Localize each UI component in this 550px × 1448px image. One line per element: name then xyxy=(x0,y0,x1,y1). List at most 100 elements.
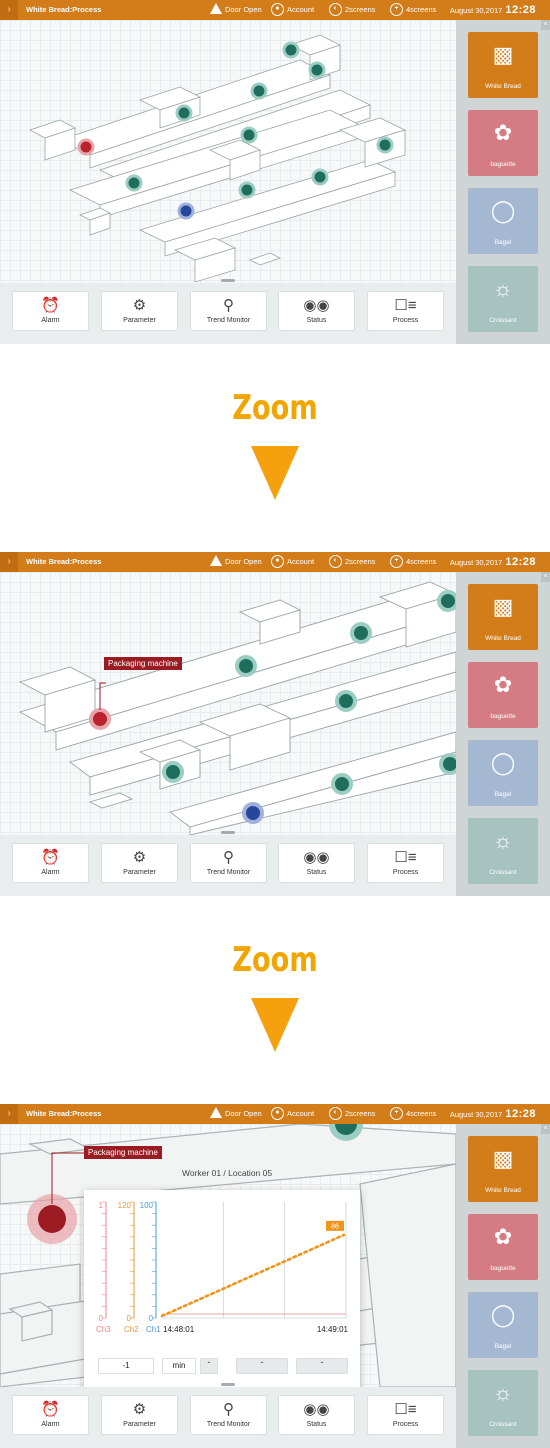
machine-tag[interactable]: Packaging machine xyxy=(104,657,182,670)
parameter-button[interactable]: ⚙Parameter xyxy=(101,843,178,883)
product-bagel[interactable]: ◯Bagel xyxy=(468,1292,538,1358)
unit-select[interactable]: min xyxy=(162,1358,196,1374)
baguette-icon: ✿ xyxy=(493,672,513,697)
axis-min-label: 0 xyxy=(99,1314,104,1323)
process-button[interactable]: ☐≡Process xyxy=(367,291,444,331)
product-white-bread[interactable]: ▩White Bread xyxy=(468,584,538,650)
offset-input[interactable]: -1 xyxy=(98,1358,154,1374)
down-arrow-icon xyxy=(251,446,299,500)
factory-view[interactable]: Packaging machine Worker 01 / Location 0… xyxy=(0,1124,456,1387)
magnifier-chart-icon: ⚲ xyxy=(223,849,234,866)
status-button[interactable]: ◉◉Status xyxy=(278,843,355,883)
axis-min-label: 0 xyxy=(149,1314,154,1323)
parameter-button[interactable]: ⚙Parameter xyxy=(101,1395,178,1435)
factory-line-illustration xyxy=(28,34,407,283)
alarm-button[interactable]: ⏰Alarm xyxy=(12,843,89,883)
product-white-bread[interactable]: ▩White Bread xyxy=(468,1136,538,1202)
ch2-series-line xyxy=(160,1233,346,1318)
four-screens-button[interactable]: +4screens xyxy=(390,0,436,20)
half-circle-icon: ◐ xyxy=(329,554,342,568)
parameter-button[interactable]: ⚙Parameter xyxy=(101,291,178,331)
door-open-status[interactable]: Door Open xyxy=(210,552,262,572)
function-bar: ⏰Alarm ⚙Parameter ⚲Trend Monitor ◉◉Statu… xyxy=(0,1387,456,1448)
product-bagel[interactable]: ◯Bagel xyxy=(468,188,538,254)
trend-monitor-button[interactable]: ⚲Trend Monitor xyxy=(190,1395,267,1435)
product-sidebar: × ▩White Bread ✿baguette ◯Bagel ☼Croissa… xyxy=(456,1124,550,1448)
screen-trend-detail: › White Bread:Process Door Open ●Account… xyxy=(0,1104,550,1448)
four-screens-button[interactable]: +4screens xyxy=(390,552,436,572)
factory-view[interactable]: Packaging machine xyxy=(0,572,456,835)
process-button[interactable]: ☐≡Process xyxy=(367,1395,444,1435)
breadcrumb: White Bread:Process xyxy=(26,5,102,14)
header-bar: › White Bread:Process Door Open ●Account… xyxy=(0,1104,550,1124)
close-icon[interactable]: × xyxy=(541,1124,550,1134)
product-baguette[interactable]: ✿baguette xyxy=(468,110,538,176)
product-bagel[interactable]: ◯Bagel xyxy=(468,740,538,806)
four-screens-button[interactable]: +4screens xyxy=(390,1104,436,1124)
axis-min-label: 0 xyxy=(127,1314,132,1323)
scroll-up-button[interactable]: ˆ xyxy=(236,1358,288,1374)
drawer-handle[interactable] xyxy=(221,831,235,834)
machine-tag[interactable]: Packaging machine xyxy=(84,1146,162,1159)
user-icon: ● xyxy=(271,1106,284,1120)
bread-icon: ▩ xyxy=(492,42,514,67)
bread-icon: ▩ xyxy=(492,594,514,619)
product-croissant[interactable]: ☼Croissant xyxy=(468,1370,538,1436)
unit-up-button[interactable]: ˆ xyxy=(200,1358,218,1374)
function-bar: ⏰Alarm ⚙Parameter ⚲Trend Monitor ◉◉Statu… xyxy=(0,835,456,896)
two-screens-button[interactable]: ◐2screens xyxy=(329,1104,375,1124)
product-croissant[interactable]: ☼Croissant xyxy=(468,818,538,884)
user-icon: ● xyxy=(271,554,284,568)
warning-icon xyxy=(210,3,222,15)
product-sidebar: × ▩White Bread ✿baguette ◯Bagel ☼Croissa… xyxy=(456,20,550,344)
product-baguette[interactable]: ✿baguette xyxy=(468,1214,538,1280)
alarm-clock-icon: ⏰ xyxy=(41,1401,60,1418)
value-label: 86 xyxy=(331,1223,339,1230)
trend-monitor-button[interactable]: ⚲Trend Monitor xyxy=(190,843,267,883)
two-screens-button[interactable]: ◐2screens xyxy=(329,0,375,20)
quad-icon: + xyxy=(390,1106,403,1120)
axis-max-label: 120 xyxy=(118,1201,132,1210)
down-arrow-icon xyxy=(251,998,299,1052)
product-baguette[interactable]: ✿baguette xyxy=(468,662,538,728)
alarm-button[interactable]: ⏰Alarm xyxy=(12,291,89,331)
breadcrumb: White Bread:Process xyxy=(26,557,102,566)
account-button[interactable]: ●Account xyxy=(271,552,314,572)
header-bar: › White Bread:Process Door Open ●Account… xyxy=(0,552,550,572)
door-open-status[interactable]: Door Open xyxy=(210,0,262,20)
trend-monitor-button[interactable]: ⚲Trend Monitor xyxy=(190,291,267,331)
menu-expand-icon[interactable]: › xyxy=(0,0,18,20)
drawer-handle[interactable] xyxy=(221,279,235,282)
flow-chart-icon: ☐≡ xyxy=(394,297,417,314)
status-button[interactable]: ◉◉Status xyxy=(278,291,355,331)
process-button[interactable]: ☐≡Process xyxy=(367,843,444,883)
account-button[interactable]: ●Account xyxy=(271,1104,314,1124)
screen-overview: › White Bread:Process Door Open ●Account… xyxy=(0,0,550,344)
menu-expand-icon[interactable]: › xyxy=(0,552,18,572)
menu-expand-icon[interactable]: › xyxy=(0,1104,18,1124)
product-croissant[interactable]: ☼Croissant xyxy=(468,266,538,332)
factory-view[interactable] xyxy=(0,20,456,283)
end-time-label: 14:49:01 xyxy=(317,1325,349,1334)
status-button[interactable]: ◉◉Status xyxy=(278,1395,355,1435)
start-time-label: 14:48:01 xyxy=(163,1325,195,1334)
bread-icon: ▩ xyxy=(492,1146,514,1171)
door-open-status[interactable]: Door Open xyxy=(210,1104,262,1124)
zoom-label: Zoom xyxy=(232,940,318,980)
scroll-down-button[interactable]: ˇ xyxy=(296,1358,348,1374)
alarm-button[interactable]: ⏰Alarm xyxy=(12,1395,89,1435)
account-button[interactable]: ●Account xyxy=(271,0,314,20)
close-icon[interactable]: × xyxy=(541,20,550,30)
gears-icon: ⚙ xyxy=(132,1401,147,1418)
binoculars-icon: ◉◉ xyxy=(303,849,330,866)
bagel-icon: ◯ xyxy=(490,750,516,775)
two-screens-button[interactable]: ◐2screens xyxy=(329,552,375,572)
close-icon[interactable]: × xyxy=(541,572,550,582)
gears-icon: ⚙ xyxy=(132,297,147,314)
channel-label: Ch1 xyxy=(146,1325,161,1334)
product-white-bread[interactable]: ▩White Bread xyxy=(468,32,538,98)
value-badge xyxy=(326,1220,344,1231)
drawer-handle[interactable] xyxy=(221,1383,235,1386)
